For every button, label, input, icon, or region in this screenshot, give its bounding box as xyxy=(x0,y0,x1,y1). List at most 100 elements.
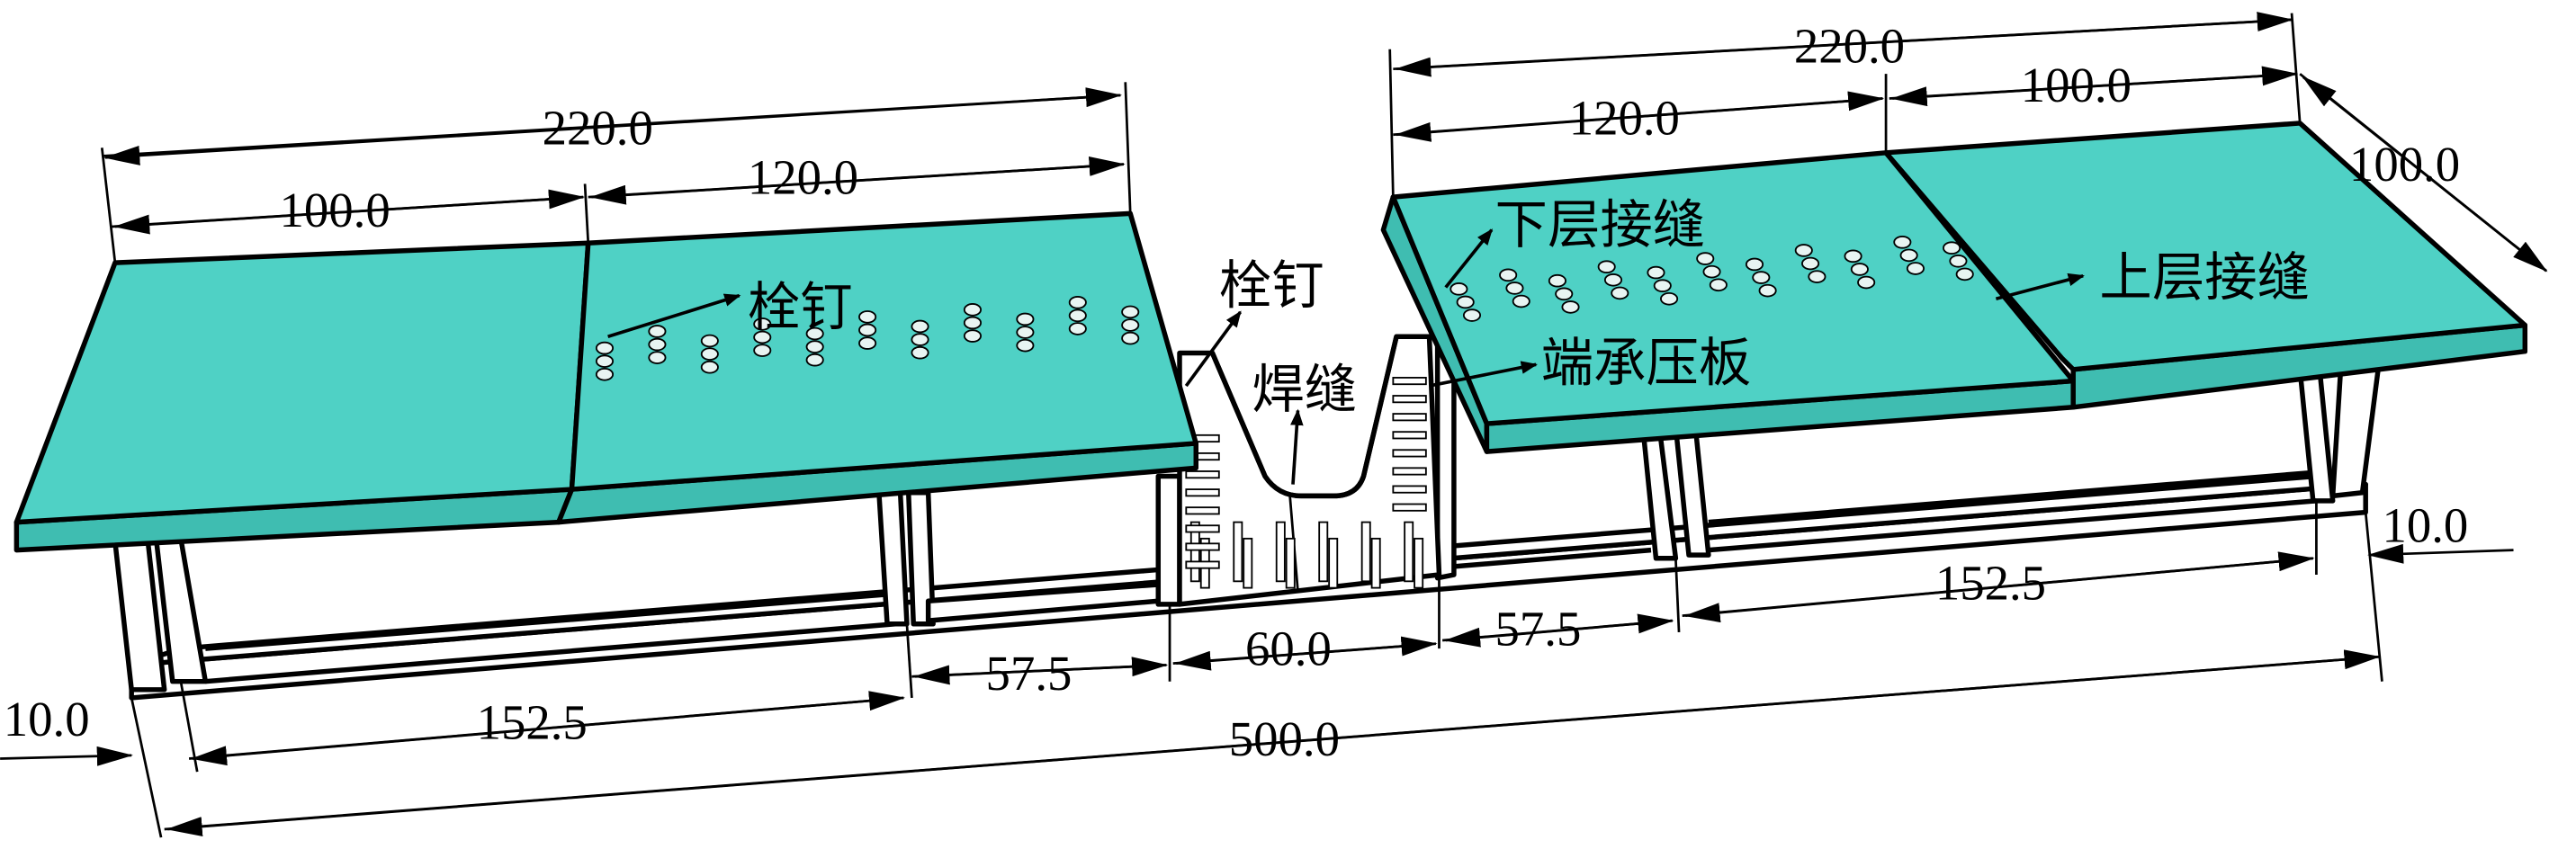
shear-stud xyxy=(1801,256,1820,271)
vertical-stud xyxy=(1360,521,1371,583)
shear-stud xyxy=(700,334,719,348)
shear-stud xyxy=(1068,308,1087,323)
shear-stud xyxy=(1850,263,1869,276)
dim-left-upper: 100.0 xyxy=(279,183,390,237)
right-slab-lower xyxy=(1380,150,2076,454)
shear-stud xyxy=(963,303,982,317)
shear-stud xyxy=(1955,267,1974,282)
left-slab-studs xyxy=(595,296,1140,381)
shear-stud xyxy=(1456,295,1475,309)
horizontal-stud xyxy=(1392,431,1427,440)
shear-stud xyxy=(1603,273,1623,287)
shear-stud xyxy=(595,354,615,368)
shear-stud xyxy=(648,351,667,364)
left-slab-lower xyxy=(556,210,1198,525)
dim-right-end: 10.0 xyxy=(2382,497,2468,552)
label-upper-joint: 上层接缝 xyxy=(2099,247,2310,308)
shear-stud xyxy=(1857,275,1876,290)
label-weld: 焊缝 xyxy=(1252,359,1357,420)
shear-stud xyxy=(1808,270,1827,283)
shear-stud xyxy=(1893,235,1912,249)
shear-stud xyxy=(911,333,929,346)
shear-stud xyxy=(963,316,982,330)
shear-stud xyxy=(1068,322,1087,335)
dim-left-girder: 152.5 xyxy=(477,695,588,750)
horizontal-stud xyxy=(1185,524,1220,533)
dim-right-upper: 100.0 xyxy=(2021,58,2132,112)
dim-center-gap: 60.0 xyxy=(1245,621,1332,675)
shear-stud xyxy=(648,337,667,352)
dim-right-gap: 57.5 xyxy=(1495,602,1582,657)
dim-left-end: 10.0 xyxy=(4,692,90,746)
shear-stud xyxy=(1794,244,1813,257)
shear-stud xyxy=(1943,241,1961,255)
horizontal-stud xyxy=(1185,506,1220,515)
shear-stud xyxy=(1844,249,1862,264)
shear-stud xyxy=(1121,305,1140,319)
shear-stud xyxy=(1121,318,1140,332)
right-slab-upper xyxy=(1883,121,2528,410)
shear-stud xyxy=(1068,296,1087,309)
vertical-stud xyxy=(1328,537,1339,589)
shear-stud xyxy=(1611,286,1629,300)
vertical-stud xyxy=(1370,537,1381,589)
shear-stud xyxy=(1752,271,1771,284)
shear-stud xyxy=(1647,265,1665,280)
shear-stud xyxy=(1555,287,1574,301)
shear-stud xyxy=(1758,283,1777,298)
horizontal-stud xyxy=(1392,395,1427,404)
shear-stud xyxy=(1745,257,1764,272)
horizontal-stud xyxy=(1392,449,1427,458)
shear-stud xyxy=(595,341,615,355)
vertical-stud xyxy=(1414,537,1424,589)
shear-stud xyxy=(1016,312,1035,326)
vertical-stud xyxy=(1243,537,1253,589)
shear-stud xyxy=(1499,268,1518,282)
shear-stud xyxy=(1906,262,1925,275)
shear-stud xyxy=(1597,260,1616,273)
center-joint-region xyxy=(1177,334,1442,607)
vertical-stud xyxy=(1275,521,1286,583)
shear-stud xyxy=(1121,331,1140,345)
horizontal-stud xyxy=(1185,470,1220,479)
shear-stud xyxy=(1450,282,1468,296)
shear-stud xyxy=(648,325,667,338)
shear-stud xyxy=(595,367,615,381)
dim-left-total: 220.0 xyxy=(543,101,653,156)
horizontal-stud xyxy=(1392,503,1427,512)
shear-stud xyxy=(1949,254,1968,268)
shear-stud xyxy=(1696,252,1715,265)
shear-stud xyxy=(1899,248,1918,263)
horizontal-stud xyxy=(1392,377,1427,386)
shear-stud xyxy=(753,317,772,331)
dim-overall: 500.0 xyxy=(1229,711,1340,766)
shear-stud xyxy=(805,326,824,341)
shear-stud xyxy=(1512,294,1530,308)
horizontal-stud xyxy=(1185,542,1220,551)
shear-stud xyxy=(1016,338,1035,353)
dimension-lines xyxy=(0,12,2548,838)
shear-stud xyxy=(753,330,772,344)
left-slab-upper xyxy=(13,240,591,553)
horizontal-stud xyxy=(1392,485,1427,494)
center-studs xyxy=(1185,377,1427,589)
shear-stud xyxy=(805,340,824,353)
right-slab-studs xyxy=(1450,235,1974,322)
shear-stud xyxy=(700,360,719,374)
shear-stud xyxy=(1505,282,1524,295)
shear-stud xyxy=(911,319,929,334)
annotation-arrows xyxy=(607,228,2085,485)
vertical-stud xyxy=(1233,521,1243,583)
shear-stud xyxy=(858,310,877,324)
label-stud-center: 栓钉 xyxy=(1219,255,1324,317)
horizontal-stud xyxy=(1392,413,1427,422)
shear-stud xyxy=(1653,279,1672,292)
dim-right-girder: 152.5 xyxy=(1935,555,2046,610)
shear-stud xyxy=(700,347,719,361)
shear-stud xyxy=(858,336,877,350)
vertical-stud xyxy=(1189,521,1200,583)
shear-stud xyxy=(1462,308,1482,322)
shear-stud xyxy=(1548,273,1566,288)
shear-stud xyxy=(1702,264,1721,279)
